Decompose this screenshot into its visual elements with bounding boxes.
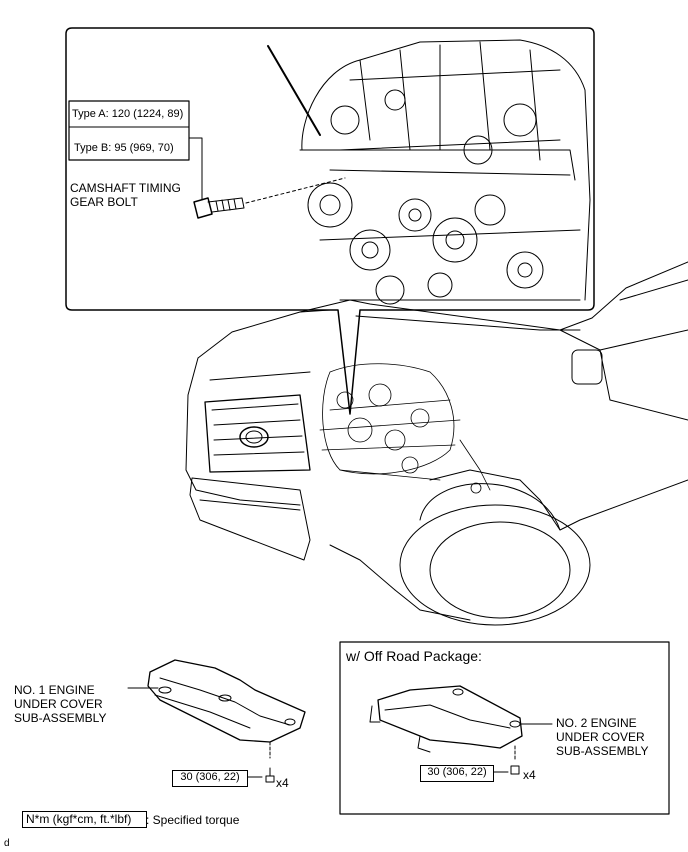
cover1-label-2: UNDER COVER: [14, 697, 103, 711]
detail-callout-frame: [65, 27, 595, 415]
cover2-torque-value: 30 (306, 22): [427, 766, 487, 778]
cover2-label-1: NO. 2 ENGINE: [556, 716, 637, 730]
truck-illustration: [185, 261, 688, 626]
cover2-label-2: UNDER COVER: [556, 730, 645, 744]
cover1-label-1: NO. 1 ENGINE: [14, 683, 95, 697]
camshaft-bolt-label-1: CAMSHAFT TIMING: [70, 181, 181, 195]
engine-detail-illustration: [267, 39, 591, 305]
torque-type-a: Type A: 120 (1224, 89): [72, 108, 184, 120]
cover1-torque-box: 30 (306, 22): [172, 770, 248, 787]
under-cover-1-drawing: [127, 659, 306, 783]
off-road-frame: [339, 641, 670, 815]
camshaft-bolt-drawing: [193, 177, 346, 219]
legend-unit-box: N*m (kgf*cm, ft.*lbf): [22, 811, 147, 828]
under-cover-2-drawing: [369, 685, 553, 775]
torque-spec-frame: [68, 100, 203, 201]
camshaft-bolt-label-2: GEAR BOLT: [70, 195, 138, 209]
cover1-label-3: SUB-ASSEMBLY: [14, 711, 107, 725]
cover1-torque-value: 30 (306, 22): [180, 771, 240, 783]
legend-unit: N*m (kgf*cm, ft.*lbf): [26, 812, 132, 826]
off-road-title: w/ Off Road Package:: [346, 648, 482, 664]
corner-mark: d: [4, 838, 10, 849]
cover1-qty: x4: [276, 776, 289, 790]
legend-text: : Specified torque: [146, 813, 240, 827]
cover2-qty: x4: [523, 768, 536, 782]
cover2-torque-box: 30 (306, 22): [420, 765, 494, 782]
torque-type-b: Type B: 95 (969, 70): [74, 142, 174, 154]
cover2-label-3: SUB-ASSEMBLY: [556, 744, 649, 758]
